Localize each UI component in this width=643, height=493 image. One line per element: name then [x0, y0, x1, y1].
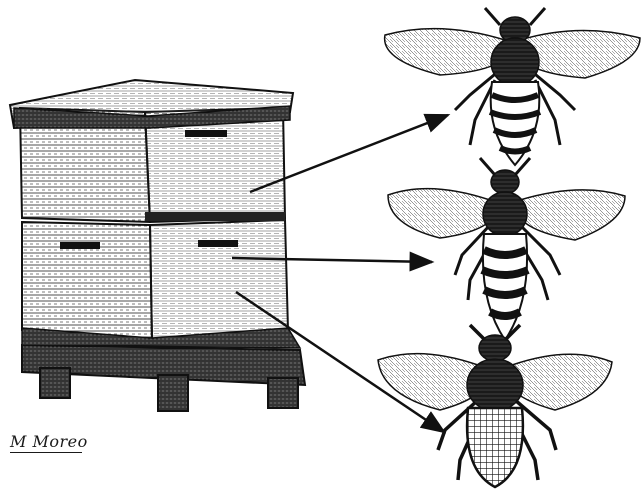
- hive-pallet: [22, 345, 305, 411]
- artist-signature: M Moreo: [10, 432, 88, 451]
- signature-underline: [10, 452, 82, 453]
- bee-worker: [388, 158, 625, 340]
- hive-roof: [10, 80, 293, 128]
- hive-lower-box: [22, 220, 300, 348]
- bee-queen: [385, 8, 640, 165]
- bee-drone: [378, 325, 612, 487]
- beehive: [10, 80, 305, 411]
